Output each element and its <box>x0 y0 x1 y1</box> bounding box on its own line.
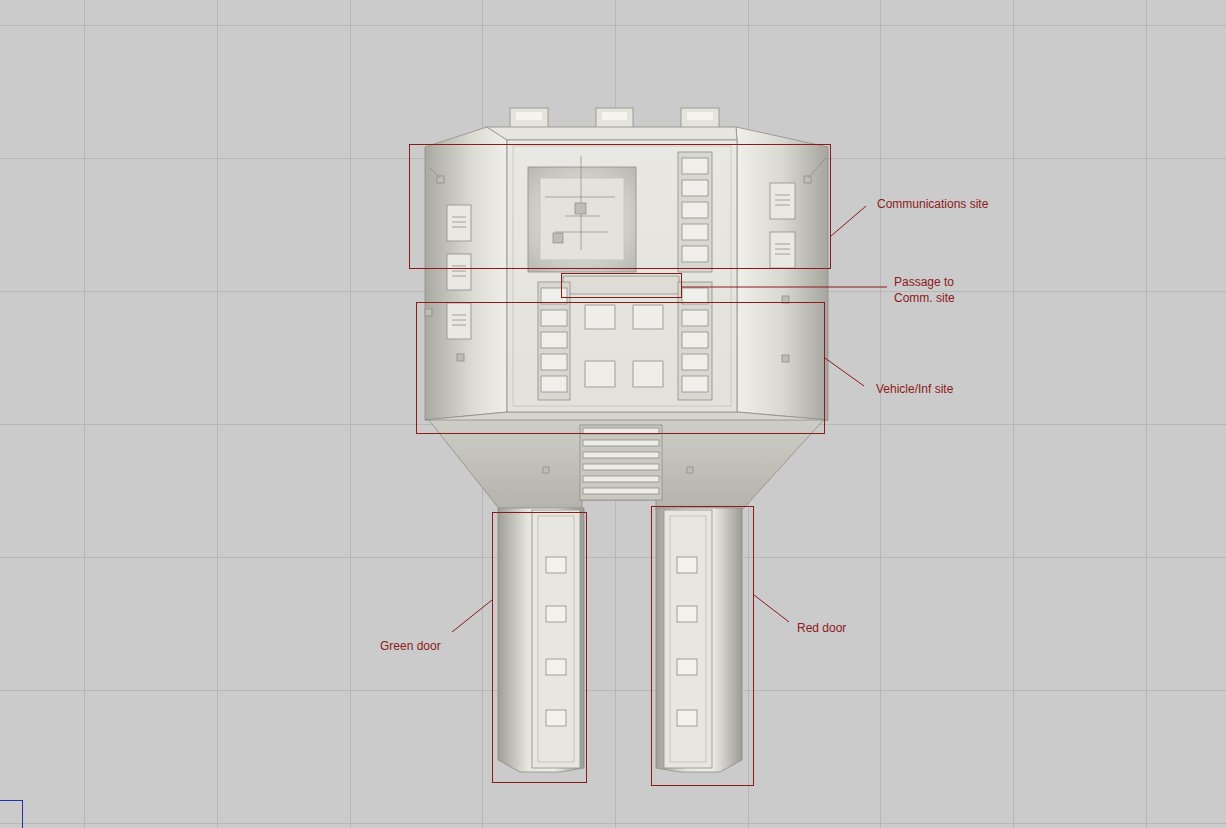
tray <box>681 108 719 128</box>
region-box <box>410 145 831 269</box>
body-bottom-rim <box>425 412 828 420</box>
ladder <box>538 282 712 400</box>
leg <box>656 508 742 772</box>
body-top-rim <box>487 127 737 140</box>
region-box <box>493 513 587 783</box>
comm-pad <box>528 167 636 272</box>
tray <box>596 108 633 128</box>
callout-label: Communications site <box>877 196 988 212</box>
hatch <box>585 305 663 387</box>
axis-marker <box>0 800 23 828</box>
leader-line <box>452 600 492 632</box>
annotation <box>410 145 888 786</box>
body-right <box>736 127 828 420</box>
stairs <box>580 425 662 500</box>
callout-label: Passage to Comm. site <box>894 274 966 306</box>
callout-label: Green door <box>380 638 441 654</box>
region-box <box>562 274 682 298</box>
body-left <box>425 127 507 420</box>
model <box>425 108 828 772</box>
leg <box>498 508 584 772</box>
tray <box>510 108 548 128</box>
leader-line <box>831 206 866 236</box>
region-box <box>417 303 825 434</box>
passage <box>563 276 679 294</box>
leader-line <box>754 595 789 622</box>
leader-line <box>825 358 864 386</box>
leader-line <box>682 287 887 288</box>
callout-label: Red door <box>797 620 846 636</box>
ladder <box>678 152 712 272</box>
antenna <box>545 156 615 250</box>
side-panel <box>447 183 795 339</box>
region-box <box>652 507 754 786</box>
body-taper <box>425 415 828 510</box>
callout-label: Vehicle/Inf site <box>876 381 953 397</box>
body-deck <box>507 140 737 412</box>
